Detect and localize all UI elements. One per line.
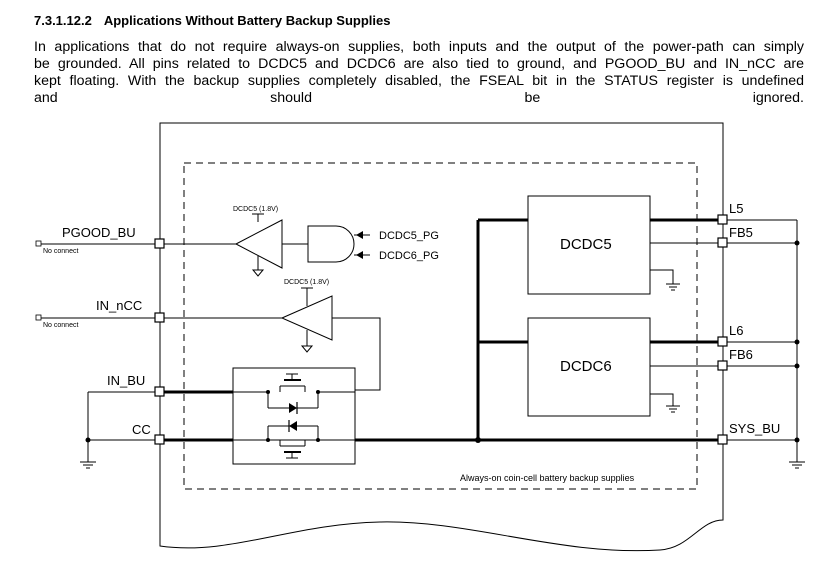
dcdc6-label: DCDC6 [560, 358, 612, 375]
pin-l6 [717, 336, 728, 347]
pin-in-bu [154, 386, 165, 397]
pin-label-fb6: FB6 [729, 347, 753, 362]
no-connect-label-pgood: No connect [43, 248, 78, 255]
no-connect-label-inncc: No connect [43, 322, 78, 329]
buffer1-supply-label: DCDC5 (1.8V) [233, 206, 278, 213]
pin-label-l5: L5 [729, 201, 743, 216]
ground-arrow-icon-2 [300, 345, 314, 353]
pin-sys-bu [717, 434, 728, 445]
region-caption: Always-on coin-cell battery backup suppl… [460, 473, 635, 483]
ground-icon-right [789, 461, 805, 469]
always-on-region [183, 162, 698, 490]
pin-fb6 [717, 360, 728, 371]
ground-icon-left [80, 461, 96, 469]
pin-label-in-ncc: IN_nCC [96, 298, 142, 313]
pin-label-in-bu: IN_BU [107, 373, 145, 388]
dcdc6-block [527, 317, 651, 417]
pin-cc [154, 434, 165, 445]
pin-l5 [717, 214, 728, 225]
section-title: Applications Without Battery Backup Supp… [103, 13, 391, 28]
pin-label-l6: L6 [729, 323, 743, 338]
ground-arrow-icon-1 [251, 269, 265, 277]
paragraph-line-1: In applications that do not require alwa… [34, 39, 804, 55]
pin-fb5 [717, 237, 728, 248]
buffer2-supply-label: DCDC5 (1.8V) [284, 279, 329, 286]
ground-icon-dcdc6 [666, 405, 680, 413]
dcdc5-pg-arrow-icon [356, 231, 363, 239]
ground-icon-dcdc5 [666, 283, 680, 291]
signal-dcdc6-pg: DCDC6_PG [379, 250, 439, 262]
section-number: 7.3.1.12.2 [34, 13, 92, 28]
paragraph-line-4: and should be ignored. [34, 90, 804, 106]
and-gate-icon [307, 225, 355, 263]
no-connect-marker-inncc [35, 314, 42, 321]
body-paragraph: In applications that do not require alwa… [34, 39, 804, 107]
pgood-buffer-icon [234, 219, 283, 269]
section-heading: 7.3.1.12.2 Applications Without Battery B… [34, 13, 390, 28]
power-path-switch [232, 367, 356, 465]
dcdc5-block [527, 195, 651, 295]
lower-switch-icon [267, 425, 319, 459]
dcdc5-label: DCDC5 [560, 236, 612, 253]
paragraph-line-2: be grounded. All pins related to DCDC5 a… [34, 56, 804, 72]
pin-label-pgood-bu: PGOOD_BU [62, 225, 136, 240]
signal-dcdc5-pg: DCDC5_PG [379, 230, 439, 242]
pin-label-sys-bu: SYS_BU [729, 421, 780, 436]
pin-in-ncc [154, 312, 165, 323]
pin-label-fb5: FB5 [729, 225, 753, 240]
device-outline [159, 122, 724, 552]
pin-pgood-bu [154, 238, 165, 249]
no-connect-marker-pgood [35, 240, 42, 247]
paragraph-line-3: kept floating. With the backup supplies … [34, 73, 804, 89]
pin-label-cc: CC [132, 422, 151, 437]
dcdc6-pg-arrow-icon [356, 251, 363, 259]
